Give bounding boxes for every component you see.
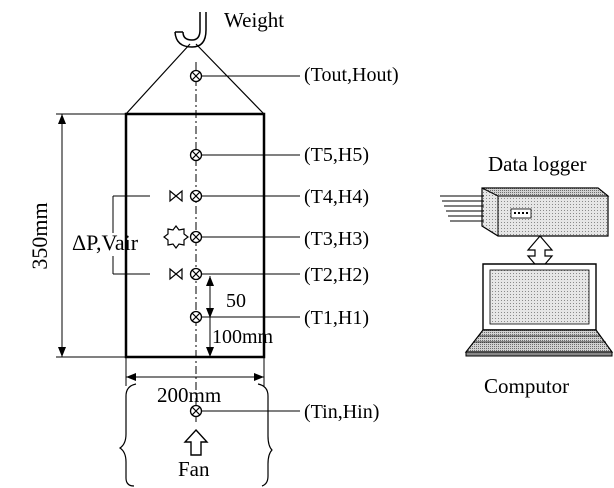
t5-sensor-icon (189, 148, 203, 162)
t3-sensor-icon (189, 230, 203, 244)
air-velocity-sensor-icon (163, 225, 189, 249)
t4-sensor-icon (189, 189, 203, 203)
sensor-group (189, 69, 300, 418)
bottom-offset-label: 100mm (212, 326, 274, 348)
outlet-sensor-label: (Tout,Hout) (304, 64, 399, 86)
bottom-offset-dimension (206, 318, 214, 357)
pressure-tap-lower-icon (169, 267, 183, 281)
data-logger-icon (481, 187, 610, 237)
data-transfer-arrow-icon (526, 235, 554, 271)
height-dimension (56, 113, 126, 358)
inlet-sensor-icon (189, 404, 203, 418)
t2-sensor-label: (T2,H2) (304, 264, 369, 286)
computer-label: Computor (484, 374, 569, 398)
pressure-air-label: ΔP,Vair (72, 230, 139, 255)
fan-airflow-arrow-icon (183, 428, 209, 456)
height-label: 350mm (27, 202, 52, 269)
t1-sensor-label: (T1,H1) (304, 307, 369, 329)
outlet-sensor-icon (189, 69, 203, 83)
spacing-dimension (206, 276, 214, 318)
fan-brace-right (257, 383, 273, 487)
data-logger-label: Data logger (488, 152, 587, 176)
computer-icon (464, 263, 614, 357)
fan-label: Fan (178, 457, 210, 481)
fan-brace-left (118, 383, 137, 487)
data-logger-cables (440, 195, 484, 222)
pressure-tap-bracket (112, 195, 150, 275)
t2-sensor-icon (189, 267, 203, 281)
t5-sensor-label: (T5,H5) (304, 144, 369, 166)
weight-hook-icon (174, 12, 207, 48)
width-dimension (125, 357, 265, 386)
pressure-tap-upper-icon (169, 189, 183, 203)
hanging-string-right (195, 43, 265, 115)
spacing-label: 50 (226, 290, 246, 312)
inlet-sensor-label: (Tin,Hin) (304, 401, 379, 423)
weight-label: Weight (224, 8, 284, 32)
t3-sensor-label: (T3,H3) (304, 228, 369, 250)
hanging-string-left (125, 43, 191, 115)
t1-sensor-icon (189, 310, 203, 324)
width-label: 200mm (157, 383, 221, 407)
t4-sensor-label: (T4,H4) (304, 186, 369, 208)
sample-container (124, 112, 266, 359)
